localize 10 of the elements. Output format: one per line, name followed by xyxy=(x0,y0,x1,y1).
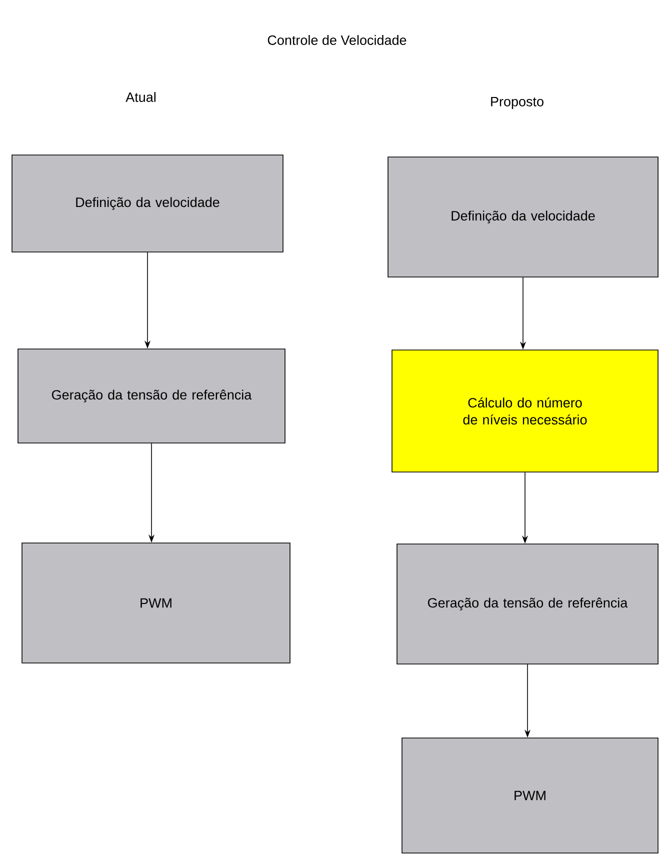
column-heading: Atual xyxy=(126,92,156,102)
process-box: Geração da tensão de referência xyxy=(18,348,286,444)
process-box: Geração da tensão de referência xyxy=(396,544,658,664)
process-box: PWM xyxy=(22,542,290,664)
diagram-title: Controle de Velocidade xyxy=(268,35,406,45)
highlighted-process-box: Cálculo do número de níveis necessário xyxy=(392,350,658,472)
process-box: PWM xyxy=(402,738,658,854)
process-box: Definição da velocidade xyxy=(388,156,658,278)
process-box: Definição da velocidade xyxy=(12,154,284,252)
column-heading: Proposto xyxy=(491,96,544,110)
